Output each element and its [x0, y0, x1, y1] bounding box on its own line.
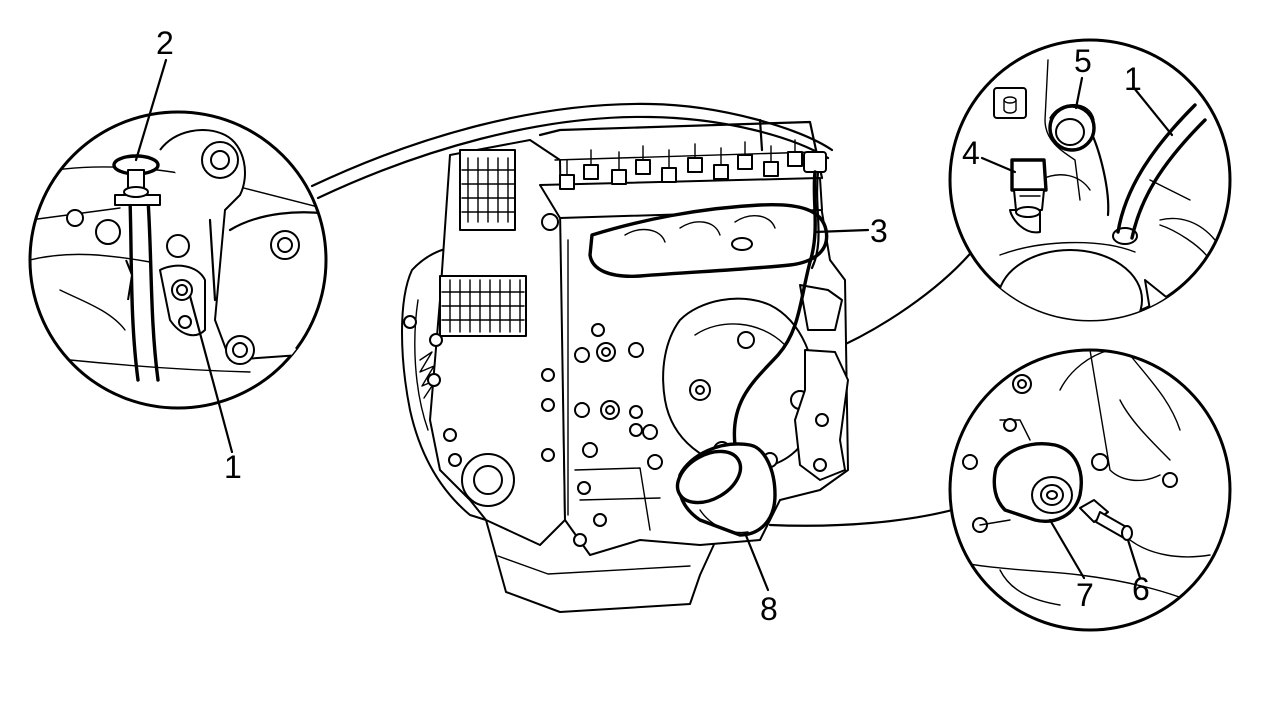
oil-level-sensor-part-4 [1010, 158, 1048, 218]
plug-part-5 [1048, 104, 1096, 152]
callout-3-manifold: 3 [870, 213, 888, 249]
detail-circle-dipstick [28, 110, 328, 410]
callout-7-adapter: 7 [1076, 577, 1094, 613]
callout-leader-lines [134, 58, 1174, 592]
oil-can-icon [993, 87, 1027, 119]
callout-4-sensor: 4 [962, 135, 980, 171]
mounting-bolt-part-6 [1079, 499, 1133, 541]
callout-8-filter: 8 [760, 591, 778, 627]
manifold-part-3 [588, 202, 829, 278]
callout-6-bolt: 6 [1132, 571, 1150, 607]
front-face-bolts [403, 315, 663, 547]
grille-lower [439, 275, 527, 337]
filter-adapter-part-7 [992, 442, 1083, 523]
dipstick-handle-part-2 [112, 154, 160, 198]
rocker-assembly [538, 118, 824, 190]
detail-circle-sensors [948, 38, 1232, 322]
callout-2-top-left: 2 [156, 25, 174, 61]
callout-labels: 2 1 3 4 5 1 7 6 8 [156, 25, 1150, 627]
grille-upper [459, 149, 516, 231]
callout-1-left: 1 [224, 449, 242, 485]
callout-5-plug: 5 [1074, 43, 1092, 79]
engine-block [401, 118, 849, 613]
oil-filter-part-8 [675, 442, 777, 537]
detail-circle-filter-mount [948, 348, 1232, 632]
callout-1-top-right: 1 [1124, 61, 1142, 97]
